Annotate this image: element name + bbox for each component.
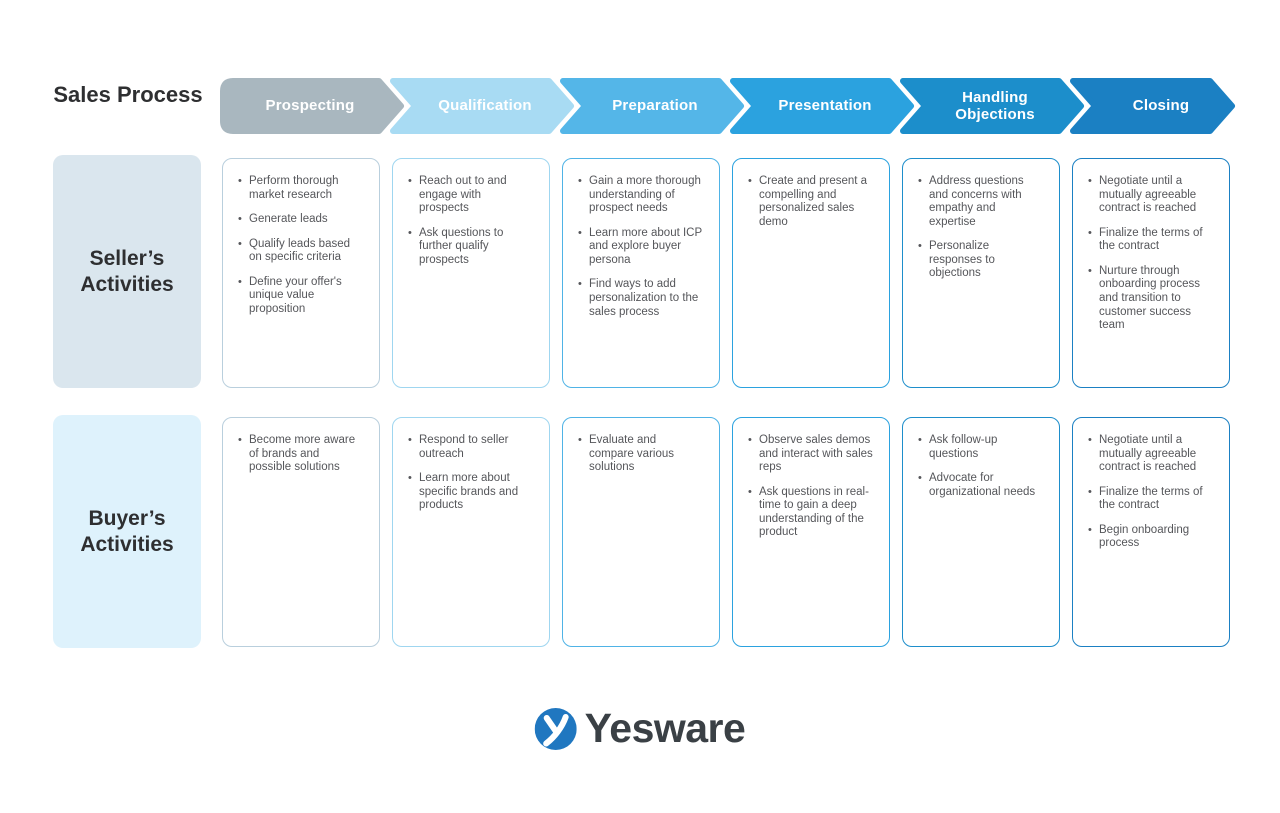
bullet-item: Generate leads — [238, 213, 363, 227]
chevron-closing — [1070, 78, 1235, 134]
activity-list: Negotiate until a mutually agreeable con… — [1088, 434, 1213, 551]
bullet-item: Negotiate until a mutually agreeable con… — [1088, 434, 1213, 475]
card-seller-prospecting: Perform thorough market researchGenerate… — [222, 158, 380, 388]
card-seller-qualification: Reach out to and engage with prospectsAs… — [392, 158, 550, 388]
bullet-item: Gain a more thorough understanding of pr… — [578, 175, 703, 216]
card-seller-closing: Negotiate until a mutually agreeable con… — [1072, 158, 1230, 388]
bullet-item: Address questions and concerns with empa… — [918, 175, 1043, 229]
card-seller-handling-objections: Address questions and concerns with empa… — [902, 158, 1060, 388]
card-buyer-handling-objections: Ask follow-up questionsAdvocate for orga… — [902, 417, 1060, 647]
stage-label-presentation: Presentation — [778, 97, 872, 115]
row-label-text: Seller’s Activities — [80, 246, 174, 296]
activity-list: Reach out to and engage with prospectsAs… — [408, 175, 533, 267]
bullet-item: Nurture through onboarding process and t… — [1088, 265, 1213, 333]
chevron-preparation — [560, 78, 744, 134]
activity-list: Evaluate and compare various solutions — [578, 434, 703, 475]
card-buyer-preparation: Evaluate and compare various solutions — [562, 417, 720, 647]
card-buyer-closing: Negotiate until a mutually agreeable con… — [1072, 417, 1230, 647]
bullet-item: Learn more about specific brands and pro… — [408, 472, 533, 513]
stage-label-handling-objections: Handling Objections — [955, 88, 1035, 123]
activity-list: Address questions and concerns with empa… — [918, 175, 1043, 281]
bullet-item: Respond to seller outreach — [408, 434, 533, 461]
bullet-item: Ask questions in real-time to gain a dee… — [748, 486, 873, 540]
page-title: Sales Process — [53, 82, 203, 107]
row-label-seller-activities: Seller’s Activities — [53, 155, 201, 388]
activity-list: Become more aware of brands and possible… — [238, 434, 363, 475]
card-buyer-qualification: Respond to seller outreachLearn more abo… — [392, 417, 550, 647]
bullet-item: Define your offer's unique value proposi… — [238, 276, 363, 317]
activity-list: Negotiate until a mutually agreeable con… — [1088, 175, 1213, 333]
activity-list: Observe sales demos and interact with sa… — [748, 434, 873, 540]
seller-activities-row: Perform thorough market researchGenerate… — [222, 158, 1242, 388]
activity-list: Perform thorough market researchGenerate… — [238, 175, 363, 317]
chevron-prospecting — [220, 78, 404, 134]
card-seller-presentation: Create and present a compelling and pers… — [732, 158, 890, 388]
stage-label-preparation: Preparation — [612, 97, 698, 115]
bullet-item: Finalize the terms of the contract — [1088, 486, 1213, 513]
bullet-item: Finalize the terms of the contract — [1088, 227, 1213, 254]
sales-process-band: Prospecting Qualification Preparation Pr… — [220, 78, 1240, 134]
card-seller-preparation: Gain a more thorough understanding of pr… — [562, 158, 720, 388]
bullet-item: Negotiate until a mutually agreeable con… — [1088, 175, 1213, 216]
bullet-item: Personalize responses to objections — [918, 240, 1043, 281]
yesware-logo: Yesware — [534, 705, 746, 752]
buyer-activities-row: Become more aware of brands and possible… — [222, 417, 1242, 647]
bullet-item: Create and present a compelling and pers… — [748, 175, 873, 229]
chevron-presentation — [730, 78, 914, 134]
yesware-wordmark: Yesware — [584, 705, 746, 751]
bullet-item: Become more aware of brands and possible… — [238, 434, 363, 475]
stage-label-prospecting: Prospecting — [265, 97, 355, 115]
bullet-item: Evaluate and compare various solutions — [578, 434, 703, 475]
chevron-qualification — [390, 78, 574, 134]
row-label-text: Buyer’s Activities — [80, 506, 174, 556]
bullet-item: Ask questions to further qualify prospec… — [408, 227, 533, 268]
bullet-item: Find ways to add personalization to the … — [578, 278, 703, 319]
activity-list: Gain a more thorough understanding of pr… — [578, 175, 703, 319]
activity-list: Create and present a compelling and pers… — [748, 175, 873, 229]
chevron-handling-objections — [900, 78, 1084, 134]
bullet-item: Advocate for organizational needs — [918, 472, 1043, 499]
bullet-item: Reach out to and engage with prospects — [408, 175, 533, 216]
bullet-item: Perform thorough market research — [238, 175, 363, 202]
row-label-buyer-activities: Buyer’s Activities — [53, 415, 201, 648]
activity-list: Respond to seller outreachLearn more abo… — [408, 434, 533, 513]
stage-label-closing: Closing — [1132, 97, 1190, 115]
stage-label-qualification: Qualification — [438, 97, 532, 115]
bullet-item: Observe sales demos and interact with sa… — [748, 434, 873, 475]
chevron-band-graphic — [220, 78, 1235, 134]
card-buyer-presentation: Observe sales demos and interact with sa… — [732, 417, 890, 647]
bullet-item: Learn more about ICP and explore buyer p… — [578, 227, 703, 268]
card-buyer-prospecting: Become more aware of brands and possible… — [222, 417, 380, 647]
activity-list: Ask follow-up questionsAdvocate for orga… — [918, 434, 1043, 499]
yesware-logo-icon — [534, 707, 577, 750]
bullet-item: Qualify leads based on specific criteria — [238, 238, 363, 265]
bullet-item: Ask follow-up questions — [918, 434, 1043, 461]
bullet-item: Begin onboarding process — [1088, 524, 1213, 551]
